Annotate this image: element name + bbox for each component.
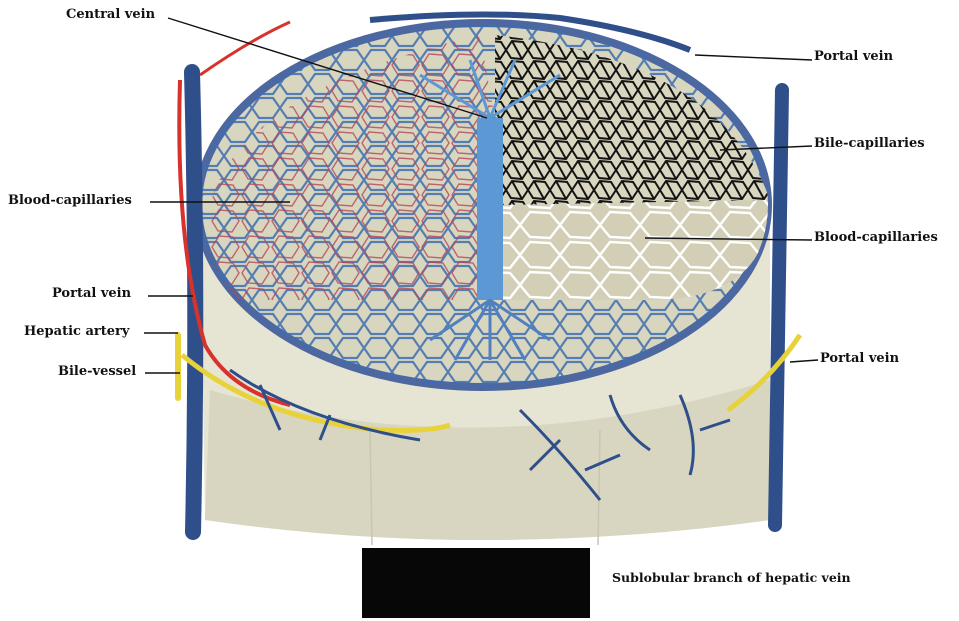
portal-vein-right bbox=[775, 90, 782, 525]
label-sublobular-branch: Sublobular branch of hepatic vein bbox=[612, 572, 851, 585]
label-central-vein: Central vein bbox=[66, 8, 155, 21]
label-portal-vein-right: Portal vein bbox=[820, 352, 899, 365]
label-blood-capillaries-right: Blood-capillaries bbox=[814, 231, 938, 244]
label-blood-capillaries-left: Blood-capillaries bbox=[8, 194, 132, 207]
label-portal-vein-left: Portal vein bbox=[52, 287, 131, 300]
label-bile-vessel: Bile-vessel bbox=[58, 365, 136, 378]
sublobular-branch bbox=[362, 548, 590, 618]
label-hepatic-artery: Hepatic artery bbox=[24, 325, 129, 338]
label-bile-capillaries: Bile-capillaries bbox=[814, 137, 925, 150]
label-portal-vein-top: Portal vein bbox=[814, 50, 893, 63]
